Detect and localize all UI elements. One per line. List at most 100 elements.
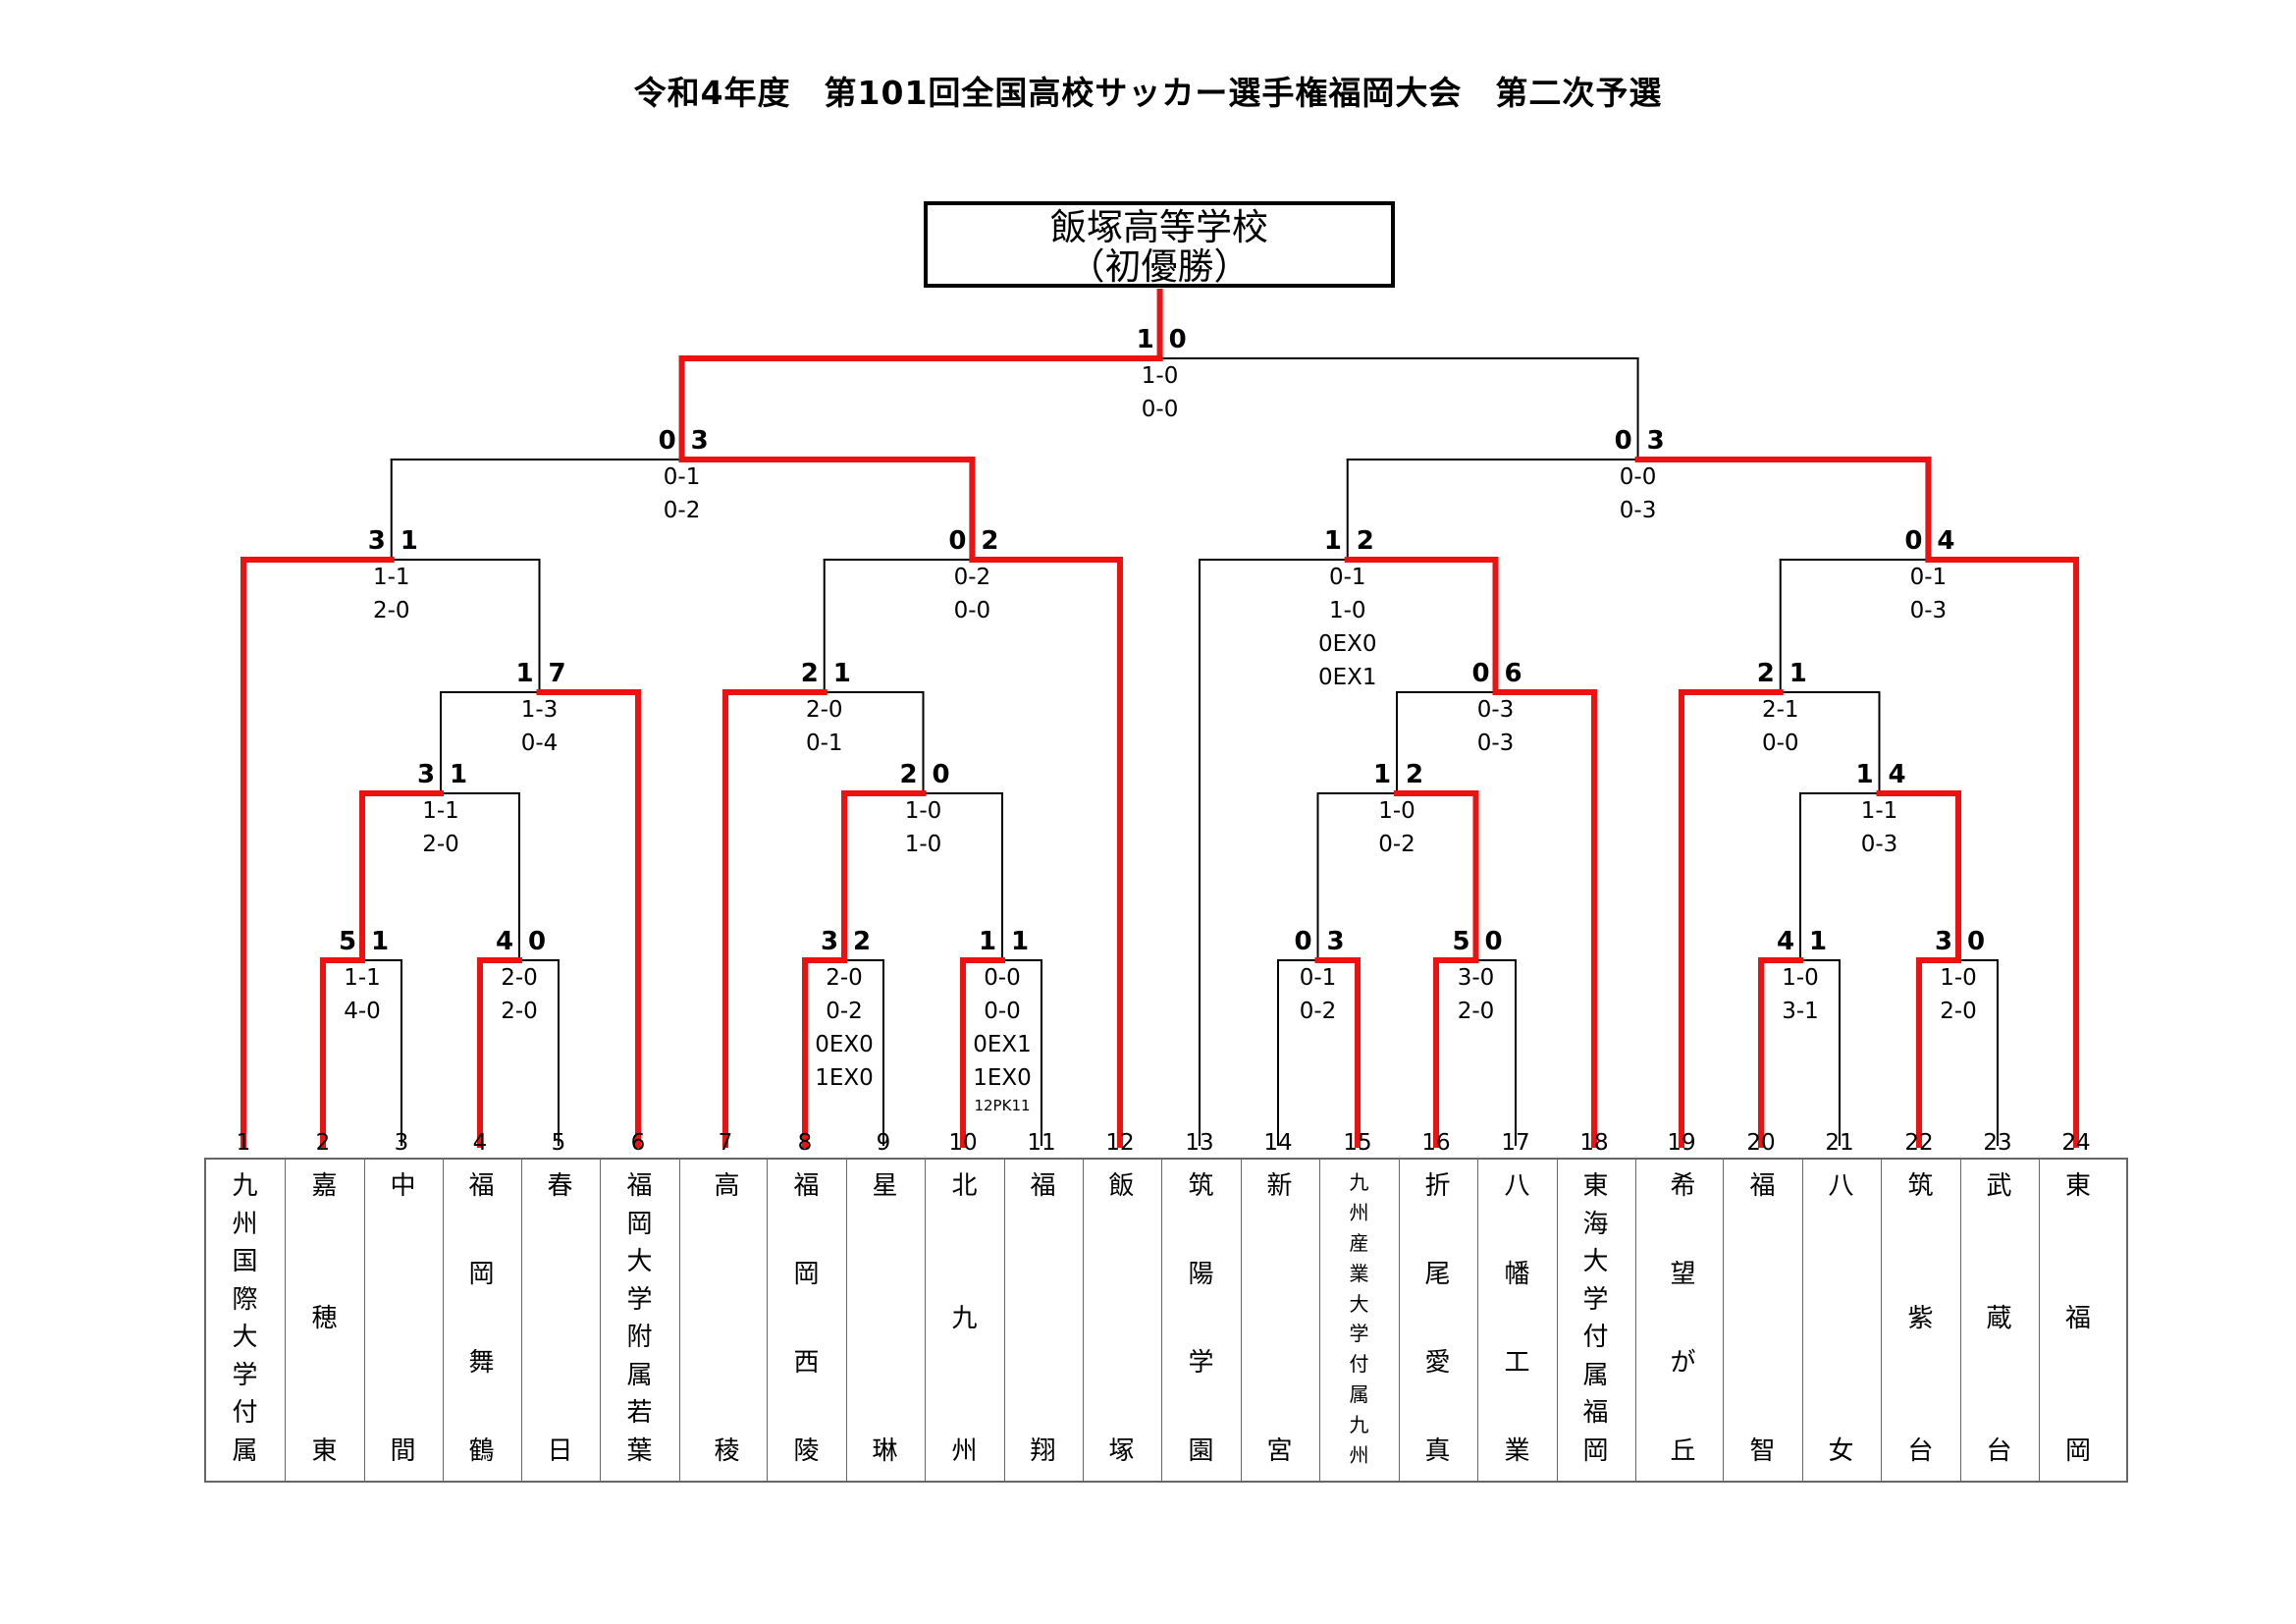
team-name: 八女 [1828,1171,1854,1466]
half-score: 1-0 [904,832,942,857]
team-number: 2 [315,1130,331,1156]
team-number: 23 [1983,1130,2012,1156]
score-right: 2 [1356,526,1374,556]
score-right: 1 [832,659,851,688]
half-score: 0EX1 [1317,665,1377,690]
team-cell: 筑紫台 [1881,1160,1961,1481]
half-score: 0EX1 [973,1032,1032,1057]
page-title: 令和4年度 第101回全国高校サッカー選手権福岡大会 第二次予選 [633,74,1663,112]
team-number: 17 [1501,1130,1530,1156]
half-score: 0-1 [1909,565,1948,590]
team-name: 筑陽学園 [1188,1171,1214,1466]
score-left: 1 [1855,760,1874,789]
team-cell: 福岡舞鶴 [442,1160,522,1481]
team-number: 9 [876,1130,891,1156]
score-left: 0 [1294,927,1312,956]
score-right: 3 [1326,927,1345,956]
team-name: 筑紫台 [1907,1171,1934,1466]
champion-note: （初優勝） [1068,245,1251,288]
team-number: 5 [551,1130,566,1156]
half-score: 2-1 [1761,697,1799,723]
score-left: 0 [1904,526,1923,556]
half-score: 1-1 [1860,798,1898,824]
team-name: 折尾愛真 [1424,1171,1451,1466]
score-right: 0 [528,927,547,956]
champion-name: 飯塚高等学校 [1050,206,1268,248]
score-left: 3 [1935,927,1953,956]
team-number: 4 [472,1130,488,1156]
team-cell: 福智 [1723,1160,1803,1481]
team-cell: 嘉穂東 [285,1160,365,1481]
score-left: 0 [948,526,967,556]
score-left: 2 [899,760,918,789]
half-score: 1-0 [1782,965,1819,991]
team-name: 嘉穂東 [311,1171,338,1466]
team-cell: 東福岡 [2038,1160,2118,1481]
score-left: 1 [515,659,534,688]
team-number: 7 [718,1130,733,1156]
team-cell: 春日 [520,1160,601,1481]
score-right: 3 [690,426,709,456]
half-score: 0-1 [1328,565,1366,590]
team-name: 春日 [547,1171,573,1466]
half-score: 0-2 [826,999,863,1024]
half-score: 1-0 [904,798,942,824]
half-score: 0-2 [1378,832,1415,857]
score-left: 2 [800,659,819,688]
team-name: 中間 [390,1171,416,1466]
half-score: 2-0 [805,697,843,723]
team-name: 九州産業大学付属九州 [1349,1170,1369,1467]
team-cell: 筑陽学園 [1161,1160,1242,1481]
half-score: 0-3 [1909,598,1948,623]
team-name: 福岡西陵 [793,1171,820,1466]
team-cell: 飯塚 [1082,1160,1162,1481]
team-name: 福岡大学附属若葉 [626,1171,653,1466]
team-number: 11 [1027,1130,1056,1156]
score-right: 3 [1646,426,1665,456]
team-name: 九州国際大学付属 [232,1171,258,1466]
team-number: 16 [1421,1130,1451,1156]
team-number: 18 [1579,1130,1609,1156]
score-left: 5 [1452,927,1470,956]
half-score: 0-1 [805,731,843,756]
half-score: 2-0 [826,965,863,991]
team-cell: 東海大学付属福岡 [1556,1160,1636,1481]
half-score: 0-0 [953,598,991,623]
score-right: 1 [1789,659,1807,688]
team-name: 希望が丘 [1670,1171,1696,1466]
half-score: 0-0 [1761,731,1799,756]
score-right: 0 [932,760,950,789]
half-score: 4-0 [344,999,381,1024]
team-number: 24 [2061,1130,2091,1156]
team-cell: 折尾愛真 [1398,1160,1478,1481]
half-score: 0-1 [663,464,701,490]
half-score: 0-0 [1141,397,1179,422]
half-score: 0-4 [520,731,559,756]
team-number: 22 [1904,1130,1934,1156]
team-number: 6 [630,1130,646,1156]
team-cell: 高稜 [687,1160,768,1481]
half-score: 1-0 [1940,965,1977,991]
team-number: 19 [1667,1130,1696,1156]
half-score: 0-2 [953,565,991,590]
score-left: 0 [1471,659,1490,688]
score-left: 3 [417,760,436,789]
score-right: 1 [371,927,390,956]
team-name: 北九州 [951,1171,978,1466]
half-score: 0-2 [663,498,701,523]
score-left: 3 [821,927,839,956]
team-name: 星琳 [872,1171,898,1466]
